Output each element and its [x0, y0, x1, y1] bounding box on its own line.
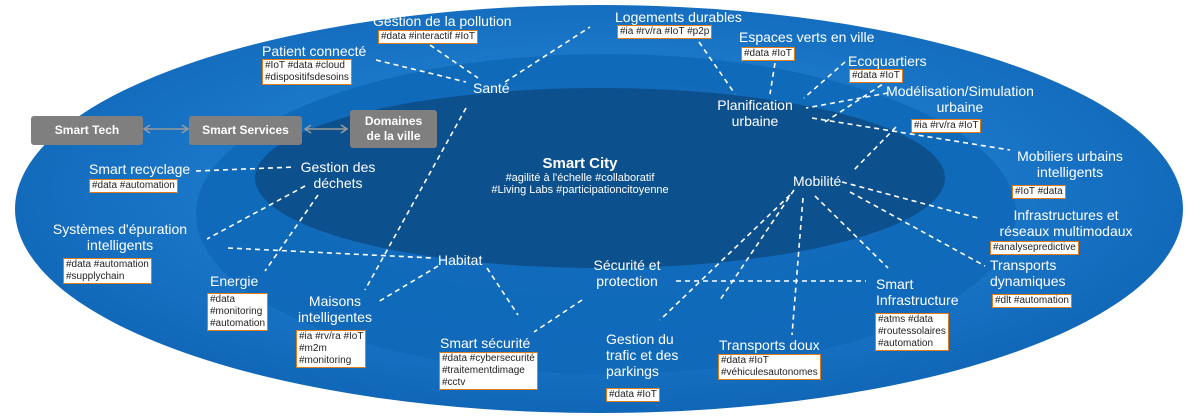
header-arrows: [142, 124, 349, 134]
leaf-epuration-tags: #data #automation #supplychain: [63, 258, 152, 284]
hub-securite-line1: Sécurité et: [593, 257, 661, 273]
leaf-ecoquartiers-label: Ecoquartiers: [848, 53, 927, 69]
domaines-line1: Domaines: [364, 114, 423, 128]
hub-securite-line2: protection: [596, 273, 658, 289]
hub-dechets: Gestion des déchets: [288, 159, 388, 191]
leaf-energie-label: Energie: [210, 273, 259, 289]
connectors: [195, 26, 1011, 336]
center-tags-line1: #agilité à l'échelle #collaboratif: [505, 172, 655, 184]
leaf-transports-doux-tags: #data #IoT #véhiculesautonomes: [718, 354, 821, 380]
domaines-line2: de la ville: [366, 129, 421, 143]
hub-dechets-line2: déchets: [313, 175, 363, 191]
domaines-box: Domaines de la ville: [350, 110, 437, 148]
leaf-infrastructures-tags: #analysepredictive: [990, 241, 1079, 255]
leaf-mobiliers-label: Mobiliers urbains intelligents: [1017, 148, 1123, 180]
leaf-smart-securite-tags: #data #cybersecurité #traitementdimage #…: [439, 352, 538, 390]
leaf-maisons-tags: #ia #rv/ra #IoT #m2m #monitoring: [296, 330, 367, 368]
leaf-modelisation-label: Modélisation/Simulation urbaine: [886, 83, 1034, 115]
leaf-mobiliers-tags: #IoT #data: [1012, 185, 1066, 199]
hub-planification-line2: urbaine: [731, 113, 779, 129]
leaf-transports-dyn-label: Transports dynamiques: [990, 257, 1066, 289]
center-tags: #agilité à l'échelle #collaboratif #Livi…: [470, 172, 690, 196]
leaf-transports-dyn-tags: #dlt #automation: [992, 294, 1072, 308]
leaf-pollution-tags: #data #interactif #IoT: [378, 30, 478, 44]
leaf-pollution-label: Gestion de la pollution: [373, 13, 512, 29]
leaf-energie-tags: #data #monitoring #automation: [207, 293, 269, 331]
hub-securite: Sécurité et protection: [577, 257, 677, 289]
leaf-patient-tags: #IoT #data #cloud #dispositifsdesoins: [262, 59, 352, 85]
leaf-logements-tags: #ia #rv/ra #IoT #p2p: [617, 25, 713, 39]
leaf-transports-doux-label: Transports doux: [719, 337, 820, 353]
leaf-trafic-label: Gestion du trafic et des parkings: [606, 331, 679, 379]
hub-habitat: Habitat: [438, 252, 483, 268]
leaf-logements-label: Logements durables: [615, 9, 742, 25]
leaf-infrastructures-label: Infrastructures et réseaux multimodaux: [999, 207, 1133, 239]
leaf-recyclage-tags: #data #automation: [89, 179, 178, 193]
hub-planification: Planification urbaine: [705, 97, 805, 129]
leaf-modelisation-tags: #ia #rv/ra #IoT: [911, 119, 982, 133]
leaf-recyclage-label: Smart recyclage: [89, 161, 191, 177]
center-tags-line2: #Living Labs #participationcitoyenne: [491, 184, 669, 196]
leaf-patient-label: Patient connecté: [262, 43, 367, 59]
center-title: Smart City: [542, 155, 618, 172]
leaf-smart-infra-tags: #atms #data #routessolaires #automation: [875, 313, 949, 351]
leaf-espaces-label: Espaces verts en ville: [739, 29, 875, 45]
hub-sante: Santé: [473, 80, 510, 96]
smart-services-box: Smart Services: [189, 116, 302, 145]
hub-planification-line1: Planification: [717, 97, 793, 113]
leaf-smart-infra-label: Smart Infrastructure: [876, 276, 959, 308]
leaf-espaces-tags: #data #IoT: [741, 47, 795, 61]
hub-dechets-line1: Gestion des: [300, 159, 376, 175]
smart-tech-box: Smart Tech: [31, 116, 143, 145]
leaf-ecoquartiers-tags: #data #IoT: [849, 69, 903, 83]
smart-services-label: Smart Services: [202, 123, 289, 137]
leaf-trafic-tags: #data #IoT: [606, 388, 660, 402]
leaf-smart-securite-label: Smart sécurité: [440, 335, 531, 351]
leaf-maisons-label: Maisons intelligentes: [298, 293, 372, 325]
leaf-epuration-label: Systèmes d'épuration intelligents: [52, 221, 188, 253]
hub-mobilite: Mobilité: [793, 173, 842, 189]
smart-tech-label: Smart Tech: [54, 123, 120, 137]
